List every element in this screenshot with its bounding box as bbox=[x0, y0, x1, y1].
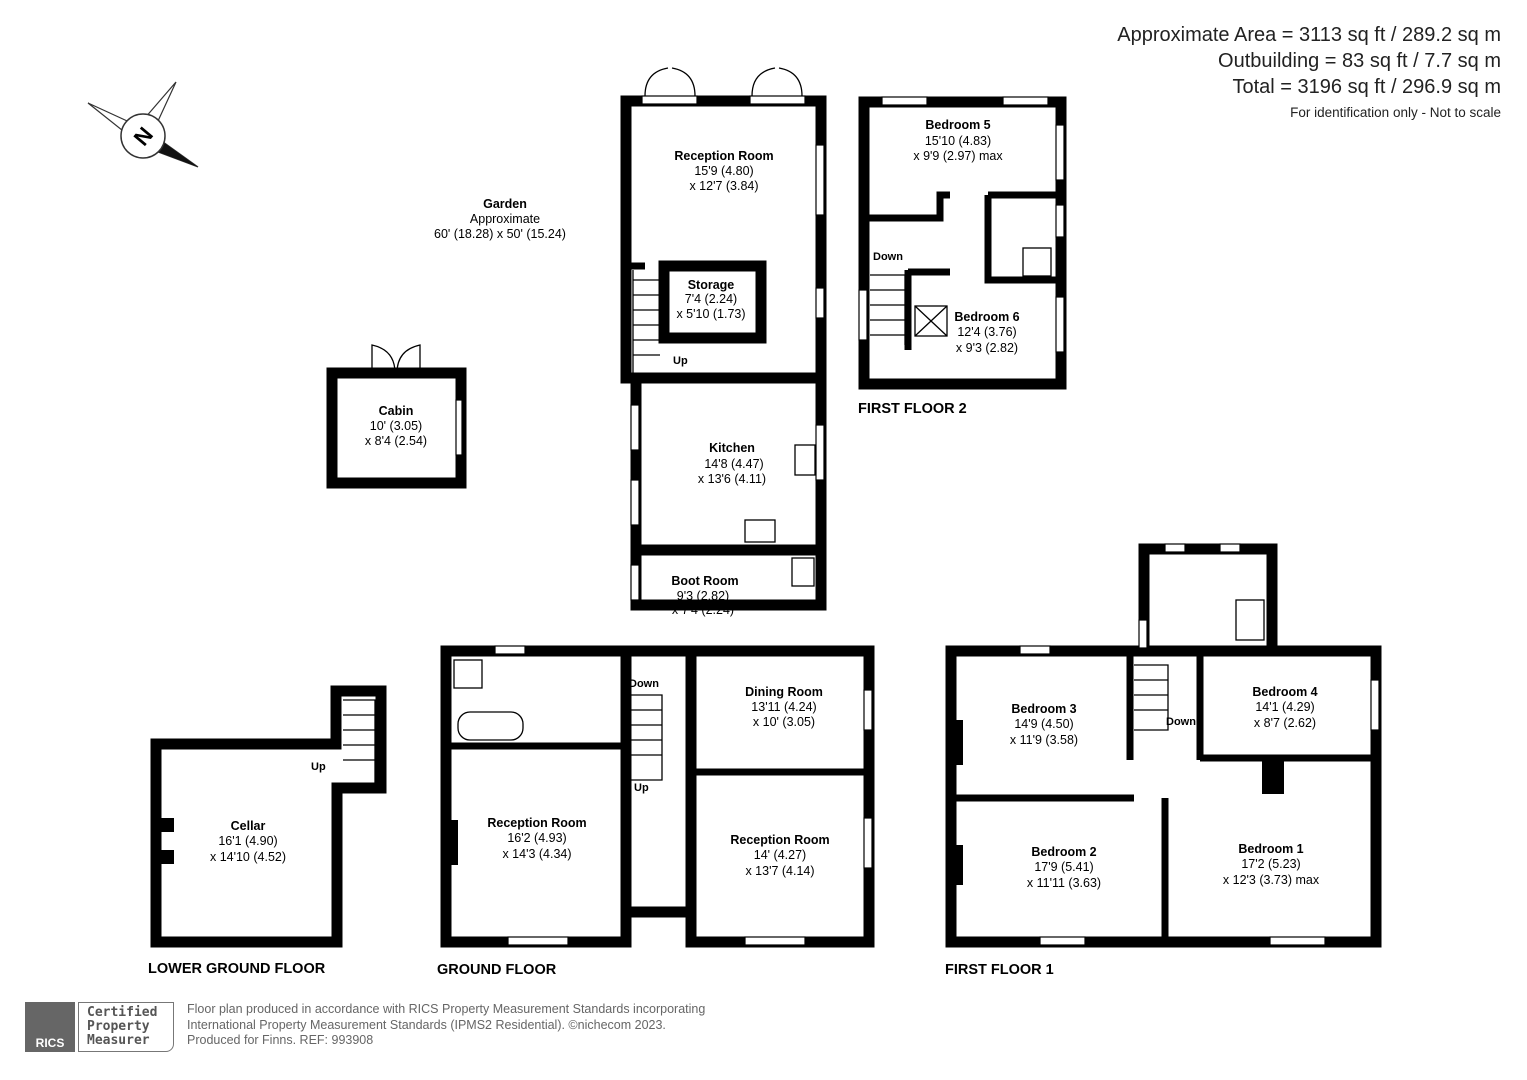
cellar-name: Cellar bbox=[231, 819, 266, 833]
bedroom1-name: Bedroom 1 bbox=[1238, 842, 1303, 856]
compass-north-icon: N bbox=[87, 81, 199, 168]
cert-line-3: Measurer bbox=[87, 1033, 150, 1048]
reception-left-name: Reception Room bbox=[487, 816, 586, 830]
dining-dim2: x 10' (3.05) bbox=[753, 715, 815, 729]
footer-line-2: International Property Measurement Stand… bbox=[187, 1017, 666, 1032]
stairs-down-label: Down bbox=[629, 678, 659, 690]
bedroom2-dim1: 17'9 (5.41) bbox=[1034, 860, 1093, 874]
cabin-dim1: 10' (3.05) bbox=[370, 419, 422, 433]
total-area: Total = 3196 sq ft / 296.9 sq m bbox=[1232, 76, 1502, 98]
garden-name: Garden bbox=[483, 197, 527, 211]
rics-logo: RICS bbox=[25, 1002, 75, 1052]
cert-line-2: Property bbox=[87, 1019, 150, 1034]
first-floor-2: Down bbox=[858, 96, 1067, 390]
cellar-dim1: 16'1 (4.90) bbox=[218, 834, 277, 848]
reception-right-name: Reception Room bbox=[730, 833, 829, 847]
bedroom3-dim2: x 11'9 (3.58) bbox=[1010, 733, 1078, 747]
bedroom6-dim2: x 9'3 (2.82) bbox=[956, 341, 1018, 355]
scale-note: For identification only - Not to scale bbox=[1290, 105, 1501, 120]
cabin: Cabin 10' (3.05) x 8'4 (2.54) bbox=[326, 344, 467, 489]
floor-label-ground: GROUND FLOOR bbox=[437, 962, 557, 978]
footer-line-3: Produced for Finns. REF: 993908 bbox=[187, 1033, 374, 1047]
kitchen-dim1: 14'8 (4.47) bbox=[704, 457, 763, 471]
storage-name: Storage bbox=[688, 278, 735, 292]
kitchen-dim2: x 13'6 (4.11) bbox=[698, 472, 766, 486]
reception-left-dim1: 16'2 (4.93) bbox=[507, 831, 566, 845]
cert-line-1: Certified bbox=[87, 1005, 158, 1020]
boot-room-dim1: 9'3 (2.82) bbox=[677, 589, 729, 603]
reception-right-dim2: x 13'7 (4.14) bbox=[745, 864, 814, 878]
floor-label-lower-ground: LOWER GROUND FLOOR bbox=[148, 961, 326, 977]
reception-right-dim1: 14' (4.27) bbox=[754, 848, 806, 862]
bedroom3-dim1: 14'9 (4.50) bbox=[1014, 717, 1073, 731]
cabin-name: Cabin bbox=[379, 404, 414, 418]
first2-down-label: Down bbox=[873, 251, 903, 263]
first1-down-label: Down bbox=[1166, 716, 1196, 728]
bedroom5-dim1: 15'10 (4.83) bbox=[925, 134, 991, 148]
boot-room-dim2: x 7'4 (2.24) bbox=[672, 603, 734, 617]
bedroom5-dim2: x 9'9 (2.97) max bbox=[913, 149, 1003, 163]
reception-back-name: Reception Room bbox=[674, 149, 773, 163]
approximate-area: Approximate Area = 3113 sq ft / 289.2 sq… bbox=[1117, 24, 1501, 46]
bedroom1-dim2: x 12'3 (3.73) max bbox=[1223, 873, 1320, 887]
bedroom4-dim2: x 8'7 (2.62) bbox=[1254, 716, 1316, 730]
certified-measurer-badge: Certified Property Measurer bbox=[78, 1002, 174, 1052]
bedroom6-name: Bedroom 6 bbox=[954, 310, 1019, 324]
bedroom6-dim1: 12'4 (3.76) bbox=[957, 325, 1016, 339]
bedroom5-name: Bedroom 5 bbox=[925, 118, 990, 132]
footer-line-1: Floor plan produced in accordance with R… bbox=[187, 1002, 706, 1016]
bedroom2-dim2: x 11'11 (3.63) bbox=[1027, 876, 1101, 890]
garden-approx: Approximate bbox=[470, 212, 540, 226]
floor-label-first-2: FIRST FLOOR 2 bbox=[858, 401, 967, 417]
outbuilding-area: Outbuilding = 83 sq ft / 7.7 sq m bbox=[1218, 50, 1501, 72]
bedroom4-name: Bedroom 4 bbox=[1252, 685, 1317, 699]
reception-back-dim2: x 12'7 (3.84) bbox=[689, 179, 758, 193]
reception-back-dim1: 15'9 (4.80) bbox=[694, 164, 753, 178]
bedroom1-dim1: 17'2 (5.23) bbox=[1241, 857, 1300, 871]
stairs-up-label: Up bbox=[673, 355, 688, 367]
cellar: Up bbox=[150, 685, 387, 948]
floor-label-first-1: FIRST FLOOR 1 bbox=[945, 962, 1054, 978]
storage-dim2: x 5'10 (1.73) bbox=[676, 307, 745, 321]
stairs-up-label-ground: Up bbox=[634, 782, 649, 794]
dining-name: Dining Room bbox=[745, 685, 823, 699]
footer-text: Floor plan produced in accordance with R… bbox=[187, 1002, 705, 1049]
bedroom4-dim1: 14'1 (4.29) bbox=[1255, 700, 1314, 714]
cellar-dim2: x 14'10 (4.52) bbox=[210, 850, 286, 864]
ground-floor-extension: Up bbox=[620, 67, 827, 611]
cellar-up-label: Up bbox=[311, 761, 326, 773]
bedroom3-name: Bedroom 3 bbox=[1011, 702, 1076, 716]
storage-dim1: 7'4 (2.24) bbox=[685, 292, 737, 306]
ground-floor-main: Down Up bbox=[440, 645, 875, 948]
first-floor-1: Down bbox=[945, 543, 1382, 948]
kitchen-name: Kitchen bbox=[709, 441, 755, 455]
cabin-dim2: x 8'4 (2.54) bbox=[365, 434, 427, 448]
boot-room-name: Boot Room bbox=[671, 574, 738, 588]
rics-logo-text: RICS bbox=[35, 1036, 65, 1050]
bedroom2-name: Bedroom 2 bbox=[1031, 845, 1096, 859]
reception-left-dim2: x 14'3 (4.34) bbox=[502, 847, 571, 861]
garden-dims: 60' (18.28) x 50' (15.24) bbox=[434, 227, 566, 241]
dining-dim1: 13'11 (4.24) bbox=[751, 700, 816, 714]
floor-plan: N Garden Approximate 60' (18.28) x 50' (… bbox=[87, 67, 1382, 978]
